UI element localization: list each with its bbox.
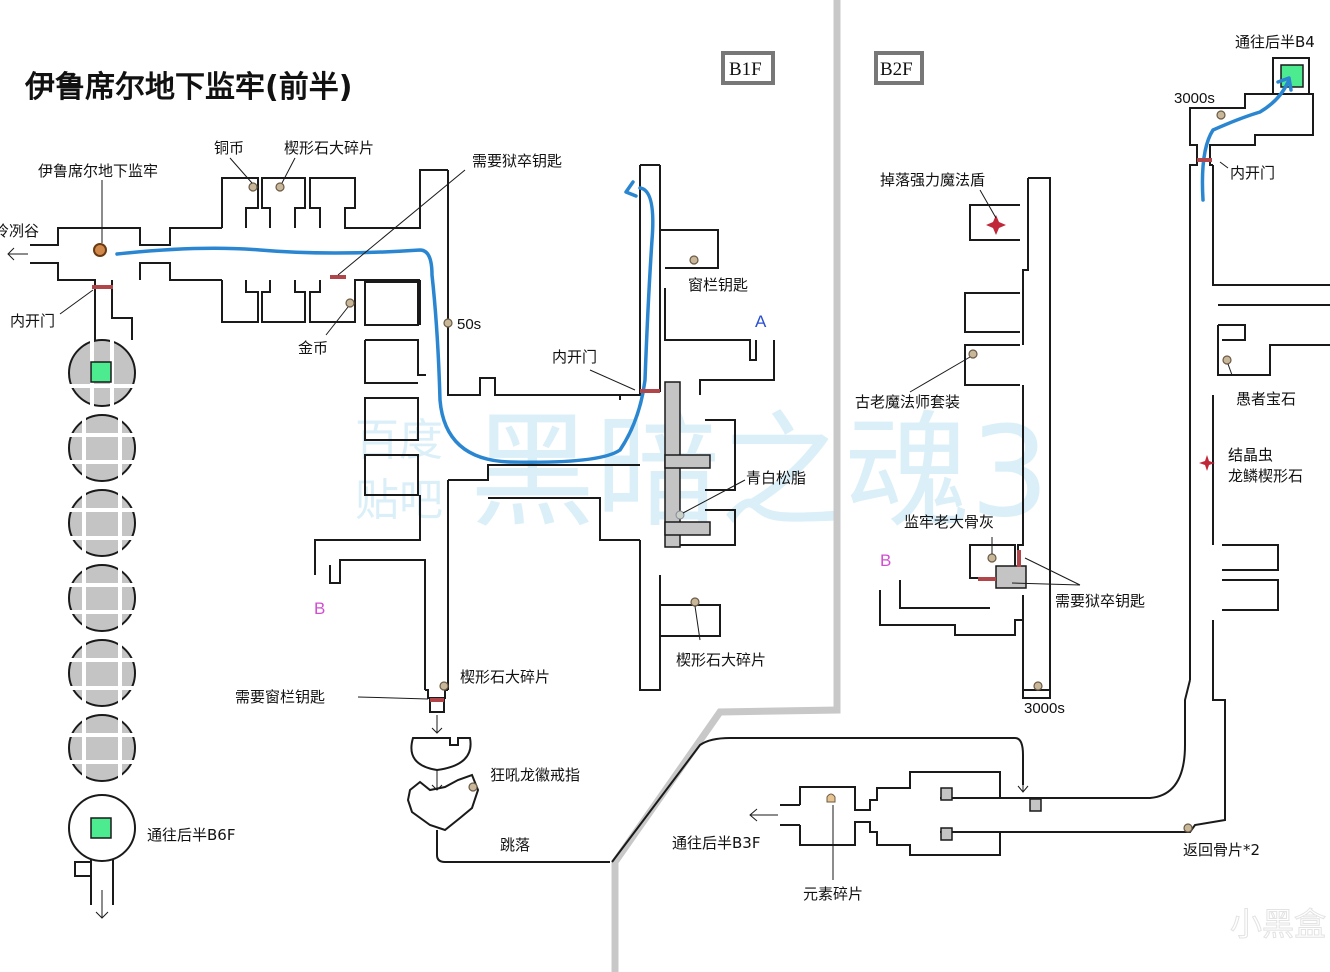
circle-room — [68, 489, 136, 557]
item-wedge-shard — [690, 597, 700, 607]
watermark: 黑暗之魂3 百度 贴吧 小黑盒 — [355, 400, 1327, 944]
floor-badge-b1f: B1F — [721, 51, 775, 85]
b1f-walls — [30, 164, 775, 713]
circle-room — [68, 639, 136, 707]
label-blue-pine-resin: 青白松脂 — [746, 469, 806, 487]
label-wedge-shard: 楔形石大碎片 — [460, 668, 550, 686]
watermark-main: 黑暗之魂3 — [470, 400, 1050, 545]
drop-path — [436, 830, 610, 863]
label-fools-gem: 愚者宝石 — [1236, 390, 1296, 408]
marker-a: A — [755, 312, 767, 331]
item-timer-50s — [443, 318, 453, 328]
item-wedge-shard — [275, 182, 285, 192]
arrow-down-icon — [431, 715, 443, 734]
label-wedge-shard: 楔形石大碎片 — [284, 139, 374, 157]
exit-marker — [1280, 64, 1304, 88]
arrow-left-icon — [749, 808, 778, 822]
watermark-corner: 小黑盒 — [1230, 905, 1326, 943]
label-crystal-lizard: 结晶虫 — [1228, 446, 1273, 464]
arrow-down-icon — [95, 890, 109, 919]
bonfire-icon — [93, 243, 107, 257]
marker-b: B — [314, 599, 325, 618]
wall-block — [664, 521, 711, 536]
leader-lines — [832, 161, 1233, 880]
enemy-marker-icon — [986, 215, 1006, 235]
circle-room — [68, 714, 136, 782]
label-timer-3000s: 3000s — [1174, 90, 1215, 107]
label-gold-coin: 金币 — [298, 339, 328, 357]
label-jailer-ashes: 监牢老大骨灰 — [904, 513, 994, 531]
watermark-sub2: 贴吧 — [355, 475, 443, 526]
label-to-b4: 通往后半B4 — [1235, 33, 1315, 51]
route-arrow-icon — [624, 180, 638, 198]
label-need-jailer-key: 需要狱卒钥匙 — [1055, 592, 1145, 610]
item-timer-3000s — [1216, 110, 1226, 120]
label-timer-3000s: 3000s — [1024, 700, 1065, 717]
leader-lines — [59, 157, 746, 700]
arrow-down-icon — [431, 770, 443, 791]
label-jump-down: 跳落 — [500, 836, 530, 854]
circle-room — [68, 414, 136, 482]
floor-label-b1f: B1F — [729, 59, 762, 80]
item-old-sorcerer-set — [968, 349, 978, 359]
label-dragon-scale: 龙鳞楔形石 — [1228, 467, 1303, 485]
wall-block — [1029, 798, 1042, 812]
label-homeward-bones: 返回骨片*2 — [1183, 841, 1260, 859]
label-area-name: 伊鲁席尔地下监牢 — [38, 162, 158, 180]
cave-room — [410, 737, 472, 772]
exit-marker — [90, 817, 112, 839]
item-jailer-ashes — [987, 553, 997, 563]
b2f-walls — [611, 57, 1330, 863]
route-path — [115, 186, 655, 464]
label-old-sorcerer-set: 古老魔法师套装 — [855, 393, 960, 411]
item-timer-3000s — [1033, 681, 1043, 691]
item-fools-gem — [1222, 355, 1232, 365]
floor-divider — [611, 0, 841, 972]
label-roaring-ring: 狂吼龙徽戒指 — [490, 766, 580, 784]
map-title: 伊鲁席尔地下监牢(前半) — [24, 70, 352, 105]
floor-badge-b2f: B2F — [874, 51, 924, 85]
item-wedge-shard — [439, 681, 449, 691]
label-window-key: 窗栏钥匙 — [688, 276, 748, 294]
label-great-magic-shield: 掉落强力魔法盾 — [880, 171, 985, 189]
label-inner-door: 内开门 — [552, 348, 597, 366]
wall-block — [940, 827, 953, 841]
label-copper-coin: 铜币 — [214, 139, 244, 157]
item-roaring-ring — [468, 782, 478, 792]
route-arrow-icon — [1276, 76, 1293, 92]
exit-marker — [90, 361, 112, 383]
label-inner-door: 内开门 — [10, 312, 55, 330]
cave-room — [406, 773, 480, 832]
marker-b: B — [880, 551, 891, 570]
label-need-window-key: 需要窗栏钥匙 — [235, 688, 325, 706]
label-inner-door: 内开门 — [1230, 164, 1275, 182]
floor-label-b2f: B2F — [880, 59, 913, 80]
label-to-b3f: 通往后半B3F — [672, 834, 760, 852]
wall-block — [995, 565, 1027, 589]
arrow-left-icon — [7, 247, 28, 261]
item-window-key — [689, 255, 699, 265]
label-wedge-shard: 楔形石大碎片 — [676, 651, 766, 669]
item-gold-coin — [345, 298, 355, 308]
label-element-shard: 元素碎片 — [803, 885, 863, 903]
arrow-down-icon — [1017, 775, 1029, 793]
label-need-jailer-key: 需要狱卒钥匙 — [472, 152, 562, 170]
item-element-shard — [826, 793, 836, 803]
item-blue-pine-resin — [675, 510, 685, 520]
wall-block — [940, 787, 953, 801]
enemy-marker-icon — [1199, 455, 1215, 471]
label-to-b6f: 通往后半B6F — [147, 826, 235, 844]
label-to-valley: 冷冽谷 — [0, 222, 39, 240]
wall-block — [664, 454, 711, 469]
circle-room — [68, 564, 136, 632]
item-homeward-bones — [1183, 823, 1193, 833]
item-copper-coin — [248, 182, 258, 192]
label-timer-50s: 50s — [457, 316, 481, 333]
